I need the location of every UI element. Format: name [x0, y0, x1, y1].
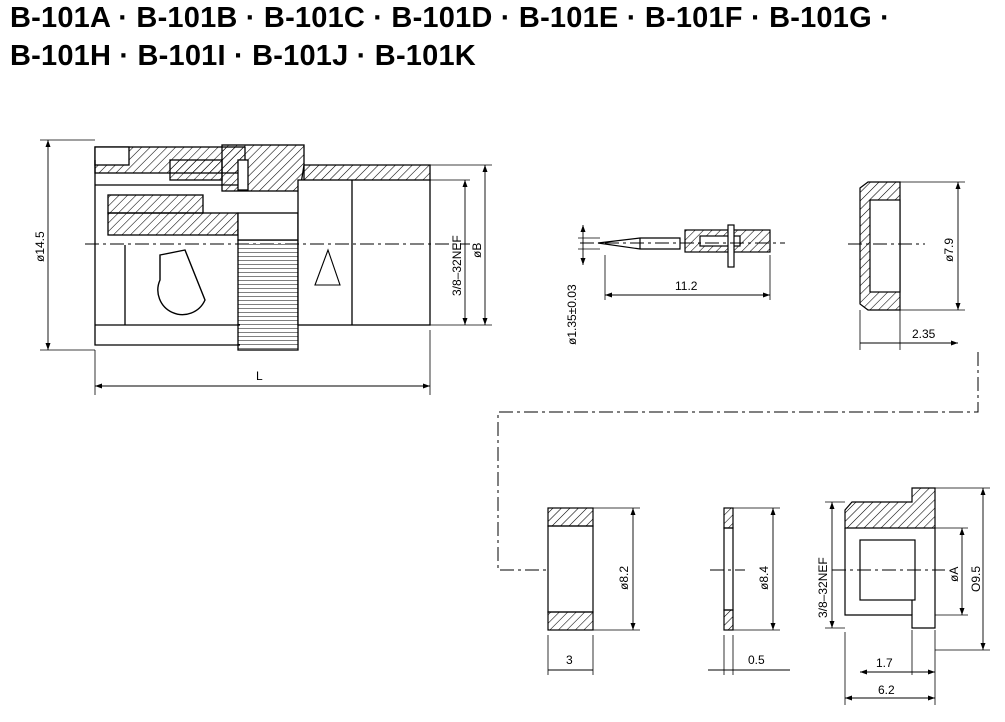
- drawing-title-line-2: B-101H · B-101I · B-101J · B-101K: [10, 40, 476, 72]
- washer: [708, 507, 790, 675]
- dim-nut-diameter-a: øA: [947, 567, 961, 582]
- dim-nut-step: 1.7: [876, 656, 893, 670]
- ferrule: [848, 181, 965, 350]
- dim-pin-length: 11.2: [675, 279, 698, 293]
- dim-nut-outer-diameter: O9.5: [969, 566, 983, 592]
- assembly-chain-line: [497, 352, 979, 571]
- dim-ferrule-length: 2.35: [912, 327, 936, 341]
- dim-washer-diameter: ø8.4: [757, 566, 771, 590]
- dim-connector-thread: 3/8–32NEF: [450, 235, 464, 296]
- dim-nut-thread: 3/8–32NEF: [816, 557, 830, 618]
- crimp-ring: [547, 507, 640, 675]
- rear-body: [297, 179, 431, 326]
- coupling-cap: [221, 144, 305, 192]
- bayonet-inner-band: [107, 194, 204, 214]
- dim-connector-body-diameter: ø14.5: [33, 231, 47, 262]
- dim-connector-length: L: [256, 369, 263, 383]
- dim-nut-length: 6.2: [878, 683, 895, 697]
- connector-assembly: [40, 139, 492, 395]
- dim-ring-diameter: ø8.2: [617, 566, 631, 590]
- knurled-grip: [237, 239, 299, 351]
- dim-ring-width: 3: [566, 653, 573, 667]
- dim-connector-diameter-b: øB: [470, 243, 484, 258]
- dim-washer-thickness: 0.5: [748, 653, 765, 667]
- dim-pin-diameter: ø1.35±0.03: [565, 284, 579, 345]
- clamp-nut: [825, 487, 990, 705]
- dim-ferrule-diameter: ø7.9: [942, 238, 956, 262]
- contact-pin: [578, 224, 785, 300]
- drawing-title-line-1: B-101A · B-101B · B-101C · B-101D · B-10…: [10, 2, 890, 34]
- bayonet-slot: [157, 249, 206, 316]
